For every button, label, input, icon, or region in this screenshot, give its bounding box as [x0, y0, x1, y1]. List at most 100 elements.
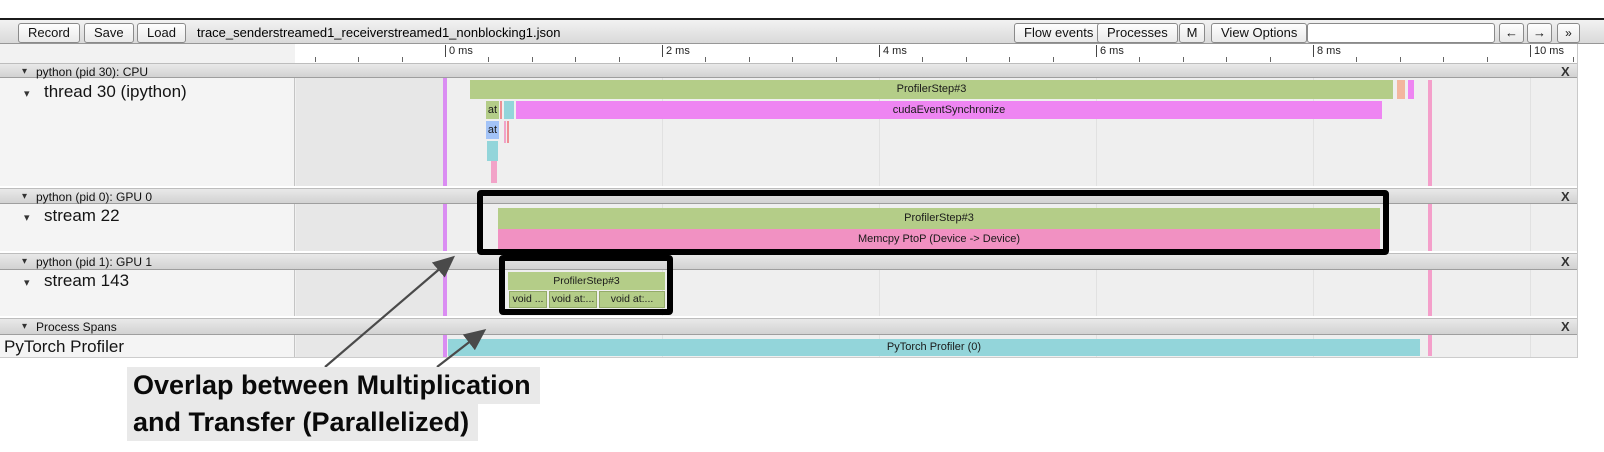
search-input[interactable]	[1307, 23, 1495, 43]
trace-event-tiny-salmon[interactable]	[1397, 80, 1405, 99]
ruler-minor-tick	[836, 57, 837, 62]
ruler-minor-tick	[1356, 57, 1357, 62]
ruler-minor-tick	[749, 57, 750, 62]
ruler-major-tick	[1096, 45, 1097, 57]
trace-event-tiny-violet[interactable]	[1408, 80, 1414, 99]
section-header-label: python (pid 0): GPU 0	[36, 190, 153, 204]
ruler-major-tick	[445, 45, 446, 57]
track-label-0[interactable]: ▾thread 30 (ipython)	[0, 82, 290, 104]
close-section-button[interactable]: X	[1561, 189, 1570, 204]
ruler-tick-label: 2 ms	[666, 45, 690, 57]
ruler-minor-tick	[1573, 57, 1574, 62]
ruler-minor-tick	[792, 57, 793, 62]
collapse-arrow-icon[interactable]: ▾	[22, 191, 28, 202]
ruler-minor-tick	[1487, 57, 1488, 62]
close-section-button[interactable]: X	[1561, 64, 1570, 79]
ruler-tick-label: 8 ms	[1317, 45, 1341, 57]
ruler-minor-tick	[619, 57, 620, 62]
view-options-button[interactable]: View Options	[1211, 23, 1308, 43]
track-label-text: stream 143	[44, 271, 130, 290]
ruler-minor-tick	[922, 57, 923, 62]
ruler-minor-tick	[705, 57, 706, 62]
section-header-3[interactable]: ▾ Process Spans X	[0, 318, 1577, 335]
trace-event-at-green[interactable]: at	[486, 101, 499, 119]
ruler-major-tick	[879, 45, 880, 57]
collapse-arrow-icon[interactable]: ▾	[22, 256, 28, 267]
ruler-minor-tick	[1270, 57, 1271, 62]
record-button[interactable]: Record	[18, 23, 80, 43]
section-header-label: python (pid 1): GPU 1	[36, 255, 153, 269]
ruler-minor-tick	[966, 57, 967, 62]
trace-event-profiler-step-stream22[interactable]: ProfilerStep#3	[498, 208, 1380, 229]
toolbar: Record Save Load trace_senderstreamed1_r…	[0, 18, 1604, 44]
trace-event-profiler-step-thread30[interactable]: ProfilerStep#3	[470, 80, 1393, 99]
ruler-minor-tick	[1053, 57, 1054, 62]
trace-filename: trace_senderstreamed1_receiverstreamed1_…	[197, 25, 561, 40]
collapse-arrow-icon[interactable]: ▾	[24, 212, 30, 224]
ruler-major-tick	[1530, 45, 1531, 57]
ruler-left-corner	[0, 44, 295, 63]
track-gap	[0, 316, 1577, 318]
trace-event-profiler-step-stream143[interactable]: ProfilerStep#3	[508, 272, 665, 290]
annotation-line-2: and Transfer (Parallelized)	[127, 404, 479, 441]
annotation-line-1: Overlap between Multiplication	[127, 367, 540, 404]
nav-left-button[interactable]: ←	[1499, 23, 1524, 43]
track-label-panel	[0, 63, 295, 358]
save-button[interactable]: Save	[84, 23, 134, 43]
ruler-minor-tick	[1443, 57, 1444, 62]
trace-event-tiny-pink[interactable]	[491, 161, 497, 183]
trace-event-void-kernel-1[interactable]: void ...	[509, 291, 547, 308]
ruler-tick-label: 4 ms	[883, 45, 907, 57]
trace-event-tiny-red-3[interactable]	[507, 121, 509, 143]
nav-right-button[interactable]: →	[1527, 23, 1552, 43]
collapse-arrow-icon[interactable]: ▾	[24, 88, 30, 100]
collapse-arrow-icon[interactable]: ▾	[22, 321, 28, 332]
trace-event-pytorch-profiler-span[interactable]: PyTorch Profiler (0)	[448, 339, 1420, 356]
section-header-0[interactable]: ▾ python (pid 30): CPU X	[0, 63, 1577, 79]
ruler-minor-tick	[1139, 57, 1140, 62]
track-label-text: PyTorch Profiler	[4, 337, 124, 356]
ruler-minor-tick	[402, 57, 403, 62]
load-button[interactable]: Load	[137, 23, 186, 43]
track-label-3[interactable]: PyTorch Profiler	[0, 337, 290, 359]
collapse-arrow-icon[interactable]: ▾	[24, 277, 30, 289]
trace-event-cuda-event-synchronize[interactable]: cudaEventSynchronize	[516, 101, 1382, 119]
nav-more-button[interactable]: »	[1557, 23, 1580, 43]
ruler-major-tick	[662, 45, 663, 57]
trace-start-line	[443, 78, 447, 357]
right-gutter	[1577, 44, 1604, 358]
collapse-arrow-icon[interactable]: ▾	[22, 66, 28, 77]
track-label-2[interactable]: ▾ stream 143	[0, 271, 290, 293]
trace-event-tiny-red-2[interactable]	[504, 121, 506, 143]
flow-events-button[interactable]: Flow events	[1014, 23, 1104, 43]
ruler-major-tick	[1313, 45, 1314, 57]
annotation-caption: Overlap between Multiplication and Trans…	[127, 367, 540, 441]
section-header-2[interactable]: ▾ python (pid 1): GPU 1 X	[0, 253, 1577, 270]
close-section-button[interactable]: X	[1561, 254, 1570, 269]
trace-end-line	[1428, 80, 1432, 356]
processes-button[interactable]: Processes	[1097, 23, 1178, 43]
trace-event-tiny-cyan[interactable]	[504, 101, 514, 119]
gridline	[1530, 63, 1531, 358]
track-label-1[interactable]: ▾ stream 22	[0, 206, 290, 228]
section-header-label: python (pid 30): CPU	[36, 65, 149, 79]
overlap-highlight-gpu0	[477, 190, 1389, 255]
close-section-button[interactable]: X	[1561, 319, 1570, 334]
track-gap	[0, 186, 1577, 188]
section-header-label: Process Spans	[36, 320, 117, 334]
trace-event-tiny-red[interactable]	[500, 101, 502, 119]
m-button[interactable]: M	[1179, 23, 1205, 43]
ruler-minor-tick	[1226, 57, 1227, 62]
ruler-minor-tick	[1400, 57, 1401, 62]
ruler-minor-tick	[358, 57, 359, 62]
track-label-text: stream 22	[44, 206, 120, 225]
ruler-minor-tick	[532, 57, 533, 62]
ruler-tick-label: 6 ms	[1100, 45, 1124, 57]
ruler-tick-label: 10 ms	[1534, 45, 1564, 57]
trace-event-void-kernel-3[interactable]: void at:...	[599, 291, 665, 308]
trace-event-tiny-cyan-2[interactable]	[487, 141, 498, 161]
trace-event-at-blue[interactable]: at	[486, 121, 499, 139]
trace-event-void-kernel-2[interactable]: void at:...	[549, 291, 597, 308]
trace-event-memcpy-ptop[interactable]: Memcpy PtoP (Device -> Device)	[498, 229, 1380, 250]
